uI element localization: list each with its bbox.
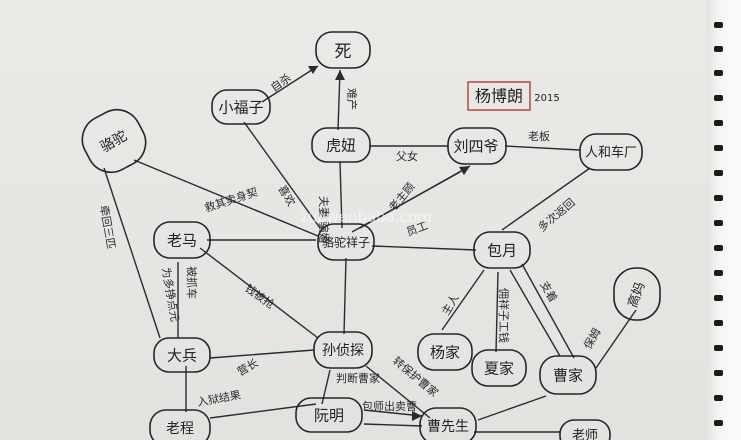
arrow-heads xyxy=(308,66,470,421)
node-box-huniu xyxy=(311,127,371,163)
label-gaomi: 包师出卖曹 xyxy=(362,399,417,413)
node-ruanming: 阮明 xyxy=(314,407,344,425)
node-box-laoshi xyxy=(559,419,611,440)
node-box-yangjia xyxy=(417,333,473,371)
edge-sunzhen-caoxiansheng xyxy=(365,365,431,419)
node-box-laocheng xyxy=(149,409,211,440)
label-ruzhe: 入狱结果 xyxy=(196,389,242,409)
edges xyxy=(103,65,637,433)
node-caoxiansheng: 曹先生 xyxy=(427,419,469,435)
title-block: 杨博朗 2015 xyxy=(467,81,560,111)
label-fuzi: 父女 xyxy=(396,149,418,163)
edge-baoyue-xiajia xyxy=(495,271,499,353)
node-gaoma: 高妈 xyxy=(625,280,649,310)
node-box-dabing xyxy=(153,337,211,373)
label-beizhua: 被抓车 xyxy=(185,266,199,299)
edge-liusiye-renheche xyxy=(504,145,581,151)
edge-laocheng-ruanming xyxy=(209,403,317,419)
node-box-baoyue xyxy=(473,231,531,269)
node-laoma: 老马 xyxy=(167,232,197,250)
label-qianhuan: 牵回三匹 xyxy=(97,204,117,250)
edge-xiangzi-baoyue xyxy=(371,245,477,251)
node-box-gaoma xyxy=(613,267,661,321)
node-huniu: 虎妞 xyxy=(326,137,356,155)
node-laoshi: 老师 xyxy=(572,429,598,440)
label-xihuan: 喜欢 xyxy=(275,183,298,209)
node-yangjia: 杨家 xyxy=(430,344,460,362)
label-fuqi: 夫妻 骗婚 xyxy=(317,196,331,244)
edge-xiaofuzi-si xyxy=(261,65,319,103)
label-tonghua: 支着 xyxy=(537,279,560,305)
page-edge xyxy=(707,0,741,440)
label-jiufa: 救其卖身契 xyxy=(203,185,260,215)
node-box-laoma xyxy=(153,221,211,259)
edge-dabing-sunzhen xyxy=(209,349,315,359)
edge-laoma-sunzhen xyxy=(199,247,319,339)
node-box-si xyxy=(315,31,371,69)
label-duoci: 多次返回 xyxy=(535,195,578,234)
title-box xyxy=(467,81,531,111)
node-liusiye: 刘四爷 xyxy=(453,138,498,156)
node-box-renheche xyxy=(579,133,643,171)
binder-holes xyxy=(714,22,723,426)
node-laocheng: 老程 xyxy=(166,421,194,437)
node-xiaofuzi: 小福子 xyxy=(218,99,263,117)
edge-xiaofuzi-xiangzi xyxy=(243,121,321,229)
label-yingzhang: 营长 xyxy=(235,355,261,378)
node-box-liusiye xyxy=(447,127,507,165)
node-box-caoxiansheng xyxy=(419,407,477,440)
node-xiangzi: 骆驼祥子 xyxy=(322,235,370,250)
label-yongxu: 佣祥子工钱 xyxy=(497,288,511,343)
node-shapes xyxy=(81,31,661,440)
node-box-luotuo xyxy=(81,108,147,174)
label-nanchan: 难产 xyxy=(345,88,359,110)
edge-huniu-xiangzi xyxy=(339,161,343,229)
label-panduan: 判断曹家 xyxy=(336,371,380,385)
node-box-xiajia xyxy=(471,349,527,387)
edge-baoyue-caojia-2 xyxy=(521,263,575,359)
node-luotuo: 骆驼 xyxy=(97,127,130,156)
node-box-ruanming xyxy=(295,397,363,433)
node-caojia: 曹家 xyxy=(553,367,583,385)
node-renheche: 人和车厂 xyxy=(585,145,637,161)
node-box-xiangzi xyxy=(317,223,375,261)
label-zhuren: 主人 xyxy=(439,292,461,318)
edge-luotuo-xiangzi xyxy=(133,159,319,237)
node-xiajia: 夏家 xyxy=(484,360,514,378)
label-laoban: 老板 xyxy=(528,129,550,143)
label-qianbei: 钱被抢 xyxy=(242,281,277,311)
label-bao: 保姆 xyxy=(580,325,603,351)
node-box-xiaofuzi xyxy=(211,89,271,125)
title-text: 杨博朗 xyxy=(475,87,523,106)
node-sunzhen: 孙侦探 xyxy=(322,343,364,359)
node-dabing: 大兵 xyxy=(167,347,197,365)
edge-caoxiansheng-caojia xyxy=(477,395,547,421)
edge-baoyue-renheche xyxy=(501,167,591,231)
node-box-caojia xyxy=(539,355,597,395)
edge-xiangzi-sunzhen xyxy=(343,257,347,335)
edge-ruanming-caoxiansheng-2 xyxy=(363,423,423,427)
label-zisha: 自杀 xyxy=(268,70,294,94)
edge-baoyue-caojia xyxy=(509,269,561,357)
edge-luotuo-dabing xyxy=(103,167,161,339)
year-text: 2015 xyxy=(534,93,559,104)
watermark: zuowenbaba.com xyxy=(300,208,432,226)
node-box-sunzhen xyxy=(313,331,373,369)
node-baoyue: 包月 xyxy=(487,242,517,260)
edge-xiangzi-liusiye-2 xyxy=(351,171,461,233)
edge-sunzhen-ruanming xyxy=(321,369,331,405)
edge-baoyue-yangjia xyxy=(441,269,485,331)
node-si: 死 xyxy=(335,42,352,62)
label-weiduo: 为多挣点元 xyxy=(159,266,182,323)
